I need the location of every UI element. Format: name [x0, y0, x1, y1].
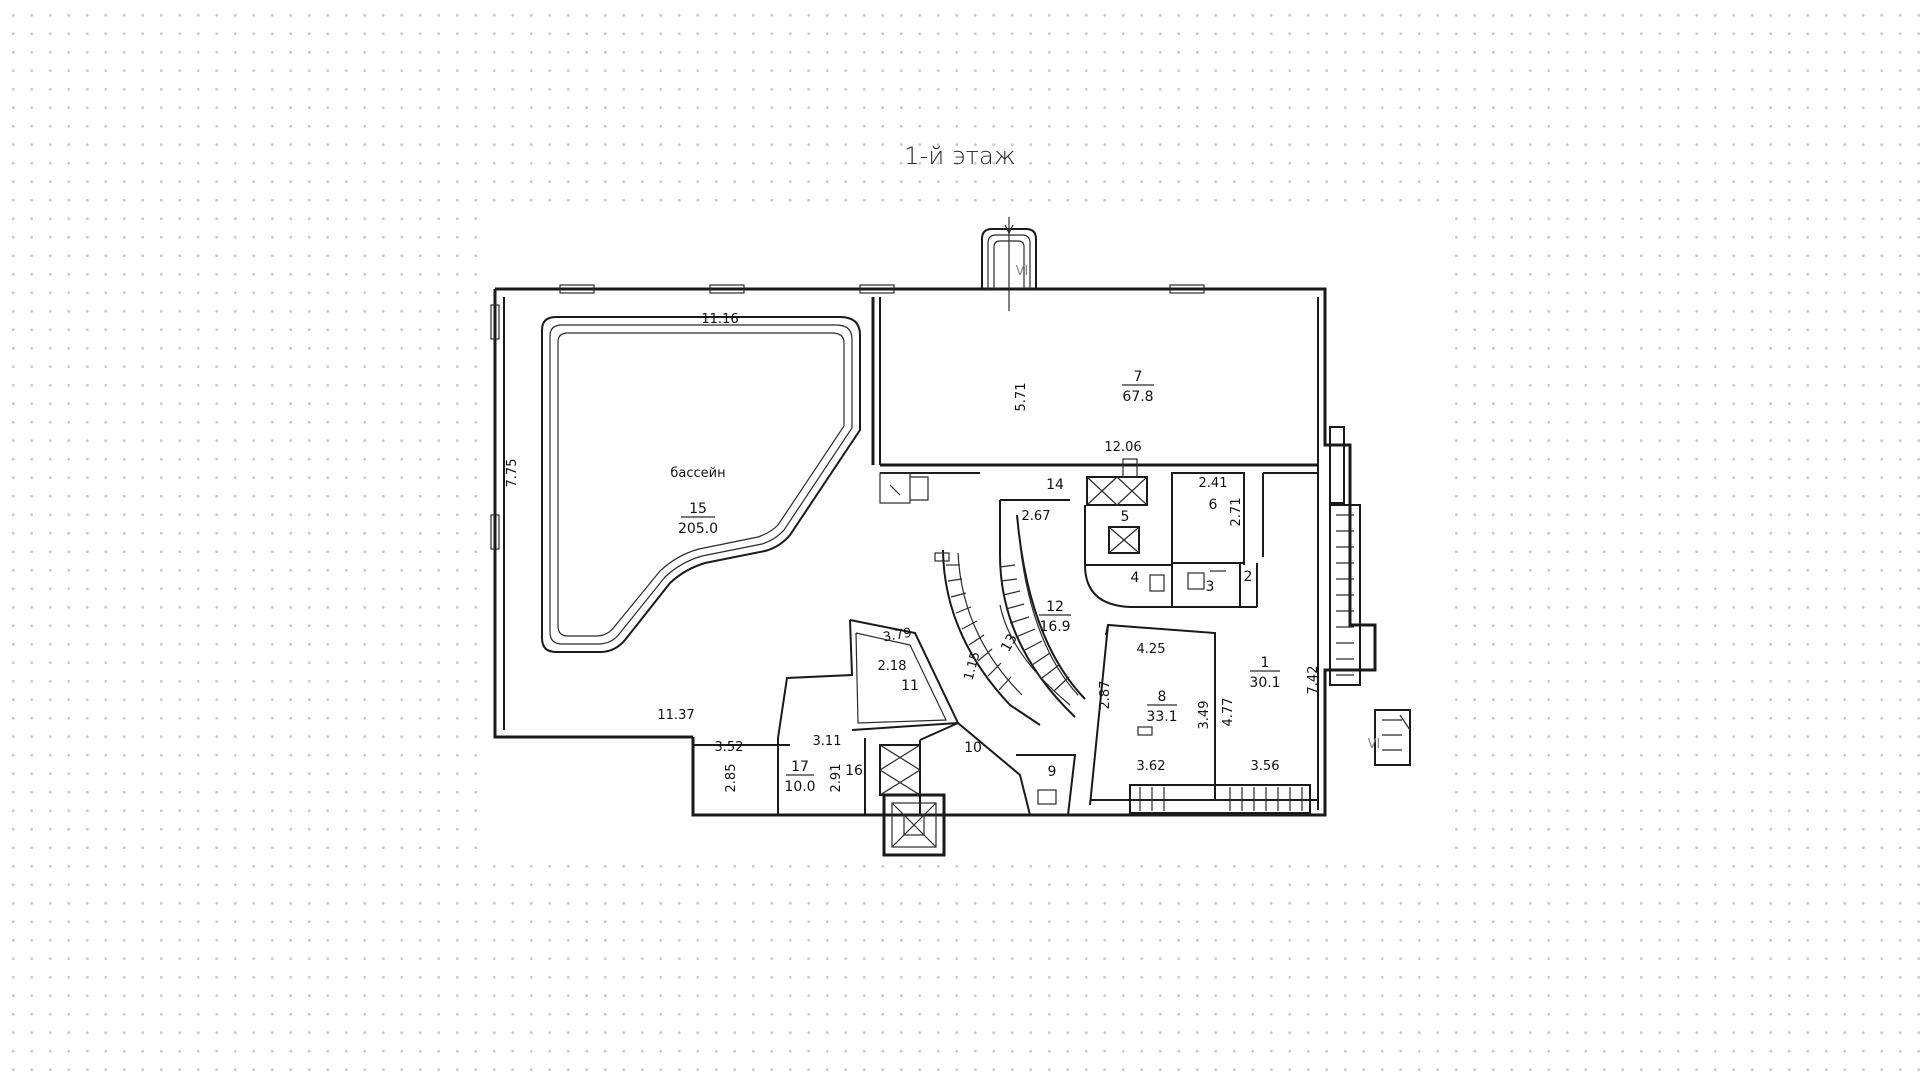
room-8-number: 8: [1158, 689, 1167, 705]
room-16-number: 16: [845, 763, 863, 779]
dim-11-16: 11.16: [701, 312, 738, 327]
dim-3-56: 3.56: [1251, 759, 1280, 774]
section-markers: VI VI: [1016, 264, 1381, 752]
room-13-number: 13: [998, 631, 1021, 654]
room-12-area: 16.9: [1039, 619, 1070, 635]
room-4-number: 4: [1131, 570, 1140, 586]
room-1-area: 30.1: [1249, 675, 1280, 691]
room-17-number: 17: [791, 759, 809, 775]
room-1-number: 1: [1261, 655, 1270, 671]
room-14-number: 14: [1046, 477, 1064, 493]
dim-3-11: 3.11: [813, 734, 842, 749]
room-7-area: 67.8: [1122, 389, 1153, 405]
room-6-number: 6: [1209, 497, 1218, 513]
dim-2-85: 2.85: [724, 764, 739, 793]
right-stairs: [1129, 426, 1411, 814]
dim-11-37: 11.37: [657, 708, 694, 723]
dim-2-91: 2.91: [829, 764, 844, 793]
interior-walls: [777, 297, 1318, 857]
floor-title: 1-й этаж: [904, 142, 1016, 170]
top-entrance: [981, 217, 1037, 311]
dim-7-75: 7.75: [505, 459, 520, 488]
floor-plan: бассейн 15 205.0 7 67.8 12 16.9 8 33.1 1…: [480, 215, 1440, 865]
pool: [541, 316, 861, 653]
dim-3-79: 3.79: [882, 626, 913, 646]
room-7-number: 7: [1134, 369, 1143, 385]
room-15-name: бассейн: [670, 466, 725, 481]
dim-1-15: 1.15: [962, 650, 984, 682]
dim-2-18: 2.18: [878, 659, 907, 674]
room-5-number: 5: [1121, 509, 1130, 525]
room-3-number: 3: [1206, 579, 1215, 595]
dim-2-41: 2.41: [1199, 476, 1228, 491]
room-15-number: 15: [689, 501, 707, 517]
room-10-number: 10: [964, 740, 982, 756]
dim-4-77: 4.77: [1221, 698, 1236, 727]
dim-3-52: 3.52: [715, 740, 744, 755]
dim-2-71: 2.71: [1229, 498, 1244, 527]
room-12-number: 12: [1046, 599, 1064, 615]
dim-12-06: 12.06: [1104, 440, 1141, 455]
marker-vi-right: VI: [1368, 737, 1381, 752]
dim-5-71: 5.71: [1014, 383, 1029, 412]
outer-walls: [490, 284, 1377, 817]
marker-vi-top: VI: [1016, 264, 1029, 279]
dim-2-67: 2.67: [1022, 509, 1051, 524]
dim-3-62: 3.62: [1137, 759, 1166, 774]
dim-2-87: 2.87: [1098, 681, 1113, 710]
room-15-area: 205.0: [678, 521, 718, 537]
dim-4-25: 4.25: [1137, 642, 1166, 657]
room-9-number: 9: [1048, 764, 1057, 780]
room-11-number: 11: [901, 678, 919, 694]
dim-7-42: 7.42: [1306, 666, 1321, 695]
room-2-number: 2: [1244, 569, 1253, 585]
floor-plan-drawing: бассейн 15 205.0 7 67.8 12 16.9 8 33.1 1…: [490, 217, 1411, 857]
room-8-area: 33.1: [1146, 709, 1177, 725]
dimension-labels: 11.16 7.75 11.37 5.71 12.06 2.67 2.41 2.…: [505, 312, 1321, 792]
room-17-area: 10.0: [784, 779, 815, 795]
dim-3-49: 3.49: [1197, 701, 1212, 730]
room-labels: бассейн 15 205.0 7 67.8 12 16.9 8 33.1 1…: [670, 369, 1280, 795]
